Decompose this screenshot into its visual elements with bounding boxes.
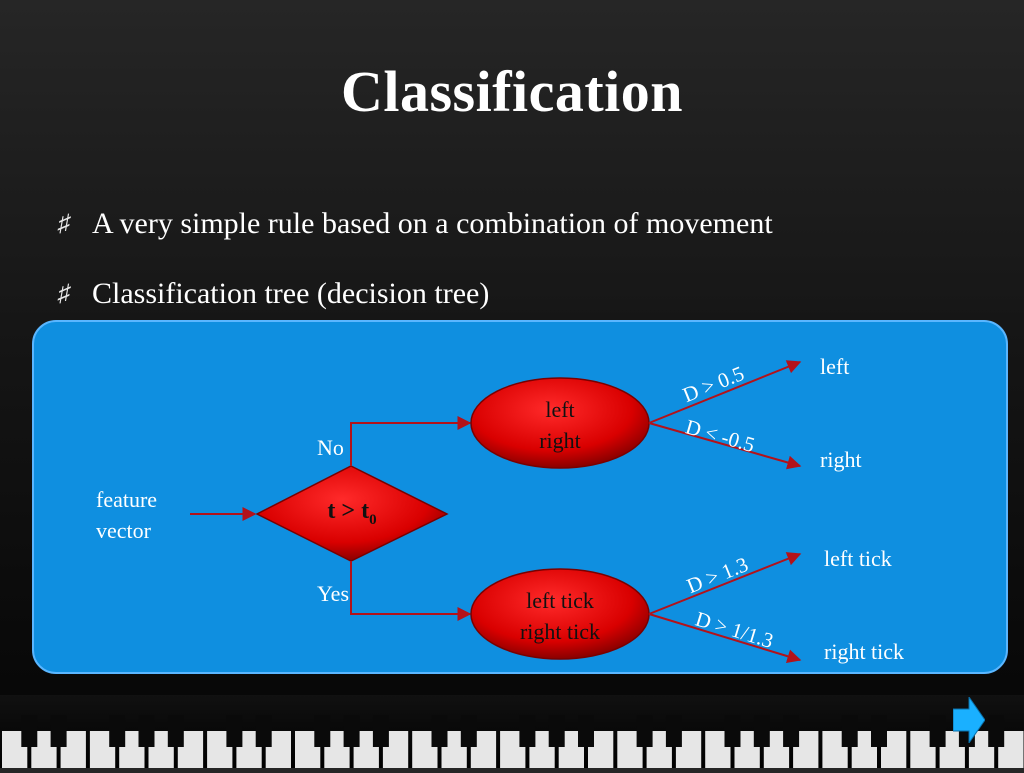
black-key — [431, 715, 448, 747]
piano-keyboard-decoration — [0, 695, 1024, 768]
black-key — [988, 715, 1005, 747]
black-key — [753, 715, 770, 747]
black-key — [724, 715, 741, 747]
decision-subscript: 0 — [369, 511, 377, 528]
black-key — [929, 715, 946, 747]
bullet-text: A very simple rule based on a combinatio… — [92, 207, 773, 240]
slide-title: Classification — [340, 59, 684, 124]
decision-rhs: t — [361, 498, 370, 524]
piano-keys — [2, 715, 1024, 768]
black-key — [343, 715, 360, 747]
black-key — [460, 715, 477, 747]
bullet-item: ♯ Classification tree (decision tree) — [58, 270, 998, 318]
black-key — [255, 715, 272, 747]
black-key — [841, 715, 858, 747]
black-key — [21, 715, 38, 747]
black-key — [578, 715, 594, 747]
sharp-icon: ♯ — [58, 280, 70, 307]
branch-yes-label: Yes — [317, 581, 350, 606]
black-key — [314, 715, 331, 747]
black-key — [636, 715, 653, 747]
sharp-icon: ♯ — [58, 210, 70, 237]
edge-bottom-upper — [648, 552, 802, 615]
output-right: right — [820, 447, 862, 472]
branch-no-label: No — [317, 435, 344, 460]
next-slide-arrow-icon[interactable] — [953, 697, 985, 743]
black-key — [519, 715, 536, 747]
yes-branch-connector — [350, 561, 472, 621]
bullet-item: ♯ A very simple rule based on a combinat… — [58, 200, 998, 248]
black-key — [167, 715, 184, 747]
output-left-tick: left tick — [824, 546, 892, 571]
bottom-node-line1: left tick — [526, 588, 594, 613]
bullet-text: Classification tree (decision tree) — [92, 277, 490, 310]
decision-label: t > t0 — [300, 498, 404, 529]
black-key — [665, 715, 682, 747]
output-right-tick: right tick — [824, 639, 905, 664]
no-branch-connector — [350, 416, 472, 466]
black-key — [548, 715, 565, 747]
output-left: left — [820, 354, 850, 379]
bullet-list: ♯ A very simple rule based on a combinat… — [58, 200, 998, 340]
top-node-label: left right — [500, 394, 620, 456]
top-node-line2: right — [539, 428, 581, 453]
input-label-line2: vector — [96, 518, 151, 543]
black-key — [372, 715, 389, 747]
edge-top-upper — [648, 360, 802, 424]
edge-top-lower — [648, 422, 802, 470]
black-key — [138, 715, 155, 747]
black-key — [50, 715, 67, 747]
bottom-node-line2: right tick — [519, 619, 601, 644]
decision-op: > — [341, 498, 356, 524]
top-node-line1: left — [545, 397, 575, 422]
input-label-line1: feature — [96, 487, 158, 512]
decision-lhs: t — [327, 498, 336, 524]
black-key — [109, 715, 126, 747]
input-label: feature vector — [96, 484, 157, 546]
black-key — [226, 715, 243, 747]
bottom-node-label: left tick right tick — [490, 585, 630, 647]
edge-bottom-lower — [648, 613, 802, 664]
black-key — [871, 715, 887, 747]
black-key — [783, 715, 800, 747]
